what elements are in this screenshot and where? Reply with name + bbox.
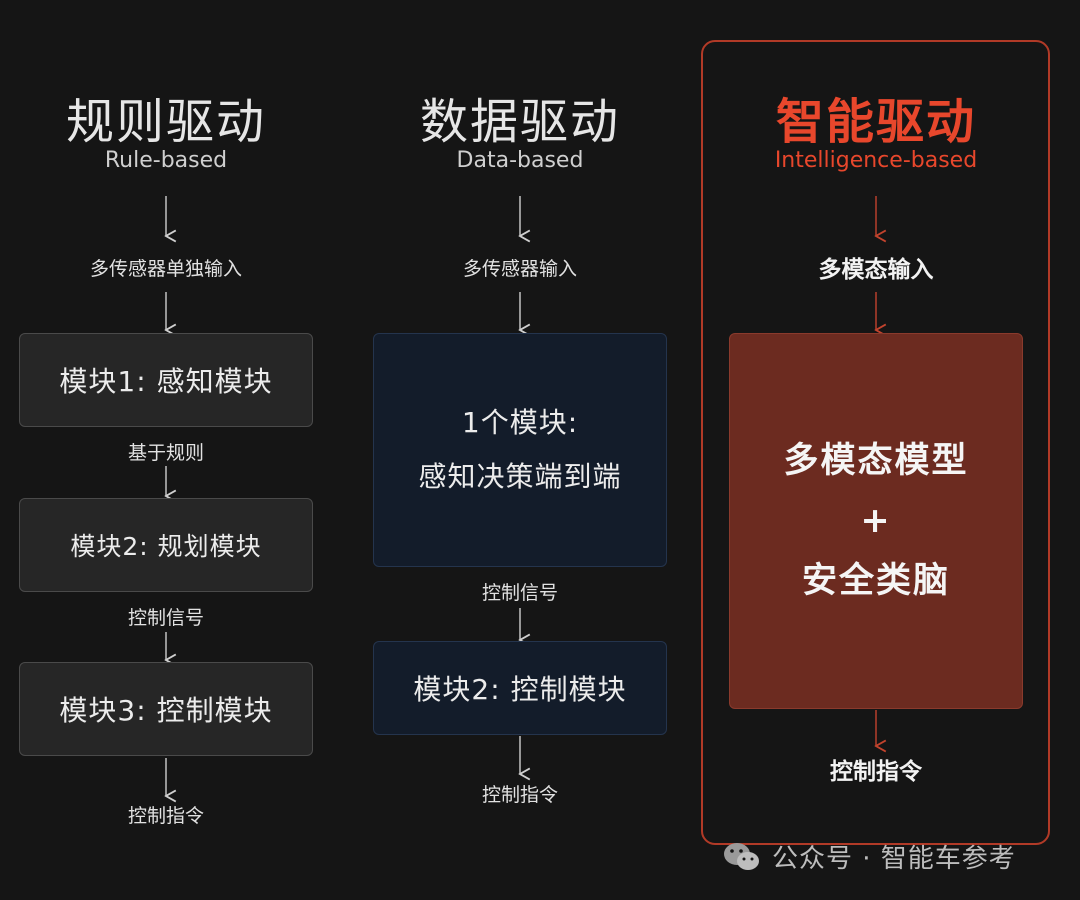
intelligence-based-title: 智能驱动 — [775, 94, 976, 150]
rule-based-input-label: 多传感器单独输入 — [89, 258, 242, 280]
intelligence-panel — [701, 40, 1050, 845]
data-control-module-label: 模块2: 控制模块 — [413, 673, 627, 706]
data-control-module-box: 模块2: 控制模块 — [373, 641, 667, 735]
rule-based-link-label: 基于规则 — [127, 442, 204, 464]
watermark-text: 公众号 · 智能车参考 — [772, 844, 1016, 874]
rule-based-output-label: 控制指令 — [127, 805, 204, 827]
data-based-input-label: 多传感器输入 — [462, 258, 577, 280]
data-based-signal-label: 控制信号 — [481, 582, 558, 604]
perception-module-box: 模块1: 感知模块 — [19, 333, 313, 427]
multimodal-model-box: 多模态模型 + 安全类脑 — [729, 333, 1023, 709]
rule-based-title: 规则驱动 — [65, 94, 266, 150]
rule-based-signal-label: 控制信号 — [127, 607, 204, 629]
control-module-box: 模块3: 控制模块 — [19, 662, 313, 756]
data-based-output-label: 控制指令 — [481, 784, 558, 806]
data-based-title: 数据驱动 — [419, 94, 620, 150]
planning-module-box: 模块2: 规划模块 — [19, 498, 313, 592]
intelligence-input-label: 多模态输入 — [818, 257, 934, 283]
perception-module-label: 模块1: 感知模块 — [59, 365, 273, 398]
watermark: 公众号 · 智能车参考 — [722, 838, 1016, 875]
end-to-end-module-line2: 感知决策端到端 — [418, 460, 622, 493]
plus-sign: + — [860, 501, 892, 541]
end-to-end-module-line1: 1个模块: — [461, 406, 579, 439]
rule-based-subtitle: Rule-based — [104, 148, 228, 173]
data-based-subtitle: Data-based — [456, 148, 584, 173]
wechat-icon — [724, 842, 759, 870]
brain-safety-label: 安全类脑 — [801, 561, 950, 601]
intelligence-output-label: 控制指令 — [830, 759, 922, 785]
control-module-label: 模块3: 控制模块 — [59, 694, 273, 727]
end-to-end-module-box: 1个模块: 感知决策端到端 — [373, 333, 667, 567]
intelligence-based-subtitle: Intelligence-based — [774, 148, 978, 173]
planning-module-label: 模块2: 规划模块 — [70, 532, 262, 561]
multimodal-model-label: 多模态模型 — [783, 441, 969, 481]
